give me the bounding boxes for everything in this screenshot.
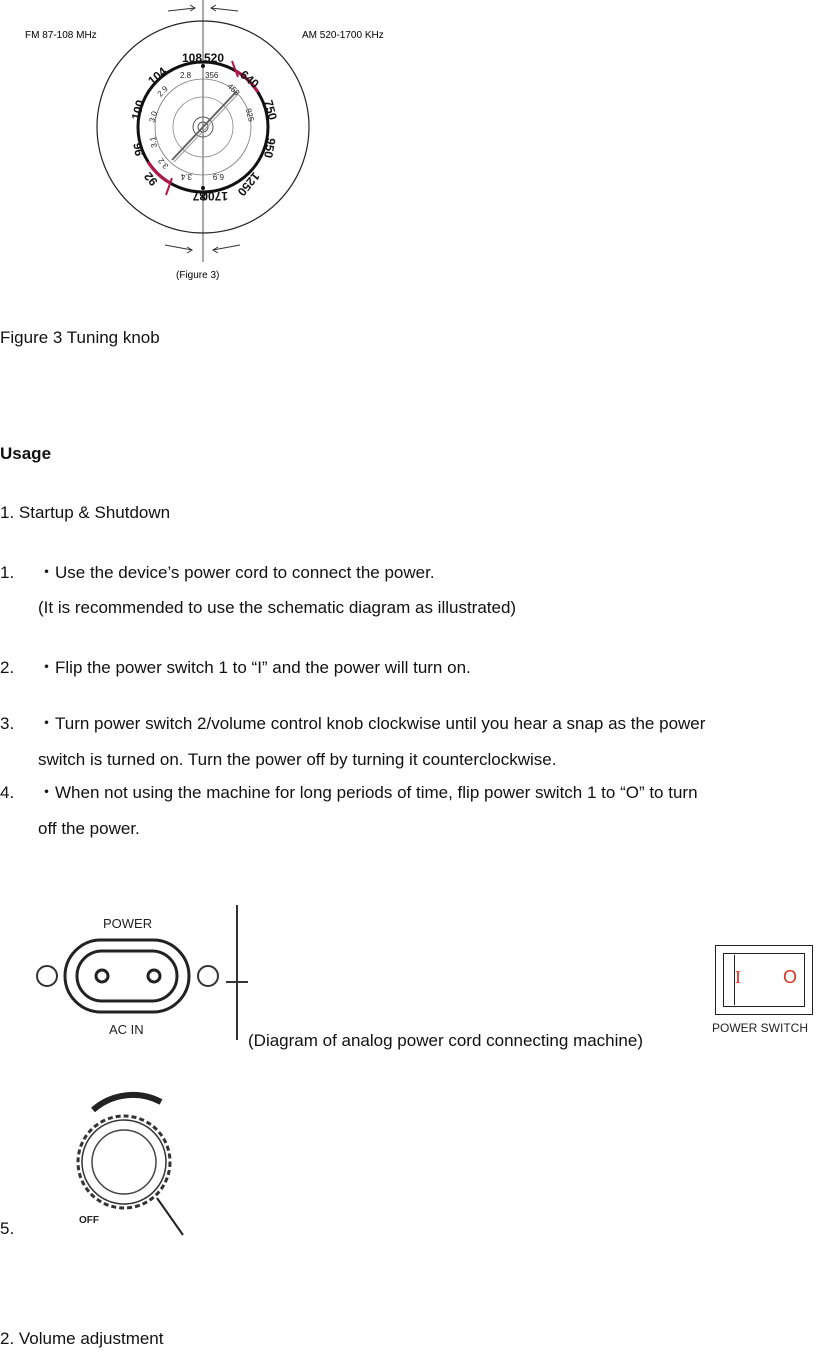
dial-pointer [171,91,237,161]
svg-text:3.0: 3.0 [148,110,160,124]
step-4-line-2: off the power. [38,819,140,838]
svg-text:356: 356 [205,71,219,80]
step-4-number: 4. [0,783,15,802]
section1-title: 1. Startup & Shutdown [0,503,171,522]
usage-heading: Usage [0,444,52,463]
red-tick-top [231,60,239,78]
am-band-label: AM 520-1700 KHz [302,30,384,41]
bottom-arrows [164,244,241,254]
power-switch-label: POWER SWITCH [712,1021,808,1035]
svg-text:100: 100 [129,98,148,121]
inner-ring [154,78,252,176]
figure3-caption: Figure 3 Tuning knob [0,328,160,347]
step-2-line-1: ・Flip the power switch 1 to “I” and the … [38,658,471,677]
step-5-number: 5. [0,1219,15,1238]
volume-arc [91,1091,163,1113]
scale-ring [136,60,270,194]
step-3-number: 3. [0,714,15,733]
left-screw-hole [36,965,58,987]
step-2-number: 2. [0,658,15,677]
step-1-number: 1. [0,563,15,582]
svg-text:925: 925 [244,107,256,123]
volume-knob-diagram: OFF [76,1091,184,1236]
ac-socket-inner [75,949,179,1003]
svg-text:108: 108 [182,51,202,65]
svg-text:3.1: 3.1 [148,135,159,148]
svg-text:3.2: 3.2 [156,156,170,171]
power-diagram-caption: (Diagram of analog power cord connecting… [248,1031,643,1050]
red-tick-bottom [165,177,173,196]
knob-outer-ring [81,1119,167,1205]
step-3-line-1: ・Turn power switch 2/volume control knob… [38,714,706,733]
red-segment-bottom [146,161,171,185]
svg-text:1700: 1700 [201,189,228,203]
step-3-line-2: switch is turned on. Turn the power off … [38,750,557,769]
svg-text:3.4: 3.4 [180,172,192,181]
fm-band-label: FM 87-108 MHz [25,30,97,41]
step-1-line-1: ・Use the device’s power cord to connect … [38,563,435,582]
hub-ring [192,116,214,138]
svg-text:950: 950 [261,137,278,159]
section2-title: 2. Volume adjustment [0,1329,164,1348]
power-switch-icon: I O [715,945,813,1015]
knob-outer-ridges [76,1114,172,1210]
svg-text:96: 96 [130,141,146,157]
right-screw-hole [197,965,219,987]
step-4-line-1: ・When not using the machine for long per… [38,783,698,802]
knob-inner-ring [91,1129,157,1195]
inner-scale-labels: 2.8 2.9 3.0 3.1 3.2 3.4 356 458 925 6.9 [148,71,256,181]
hub-center [197,121,209,133]
svg-text:520: 520 [204,51,224,65]
ac-in-diagram: POWER AC IN [36,905,248,1040]
tuning-knob-figure: FM 87-108 MHz AM 520-1700 KHz 108 104 10… [25,0,384,281]
step-1-line-2: (It is recommended to use the schematic … [38,598,517,617]
ac-socket-outer [63,938,191,1014]
figure3-small-caption: (Figure 3) [176,270,219,281]
power-label: POWER [103,916,152,931]
svg-text:6.9: 6.9 [212,172,224,181]
outer-dial-ring [96,20,310,234]
ac-pin-right [146,968,162,984]
inner-ring-small [172,96,234,158]
svg-text:750: 750 [261,98,280,121]
svg-text:640: 640 [237,67,262,91]
svg-text:2.9: 2.9 [156,84,171,99]
top-arrows [167,4,239,12]
svg-text:104: 104 [145,64,170,88]
ac-pin-left [94,968,110,984]
knob-off-label: OFF [79,1215,99,1226]
svg-text:1250: 1250 [234,169,262,199]
switch-on-symbol: I [735,967,741,987]
svg-text:2.8: 2.8 [180,71,192,80]
switch-off-symbol: O [783,967,798,987]
svg-text:87: 87 [192,189,206,203]
ac-in-label: AC IN [109,1022,144,1037]
knob-pointer-line [156,1197,184,1236]
